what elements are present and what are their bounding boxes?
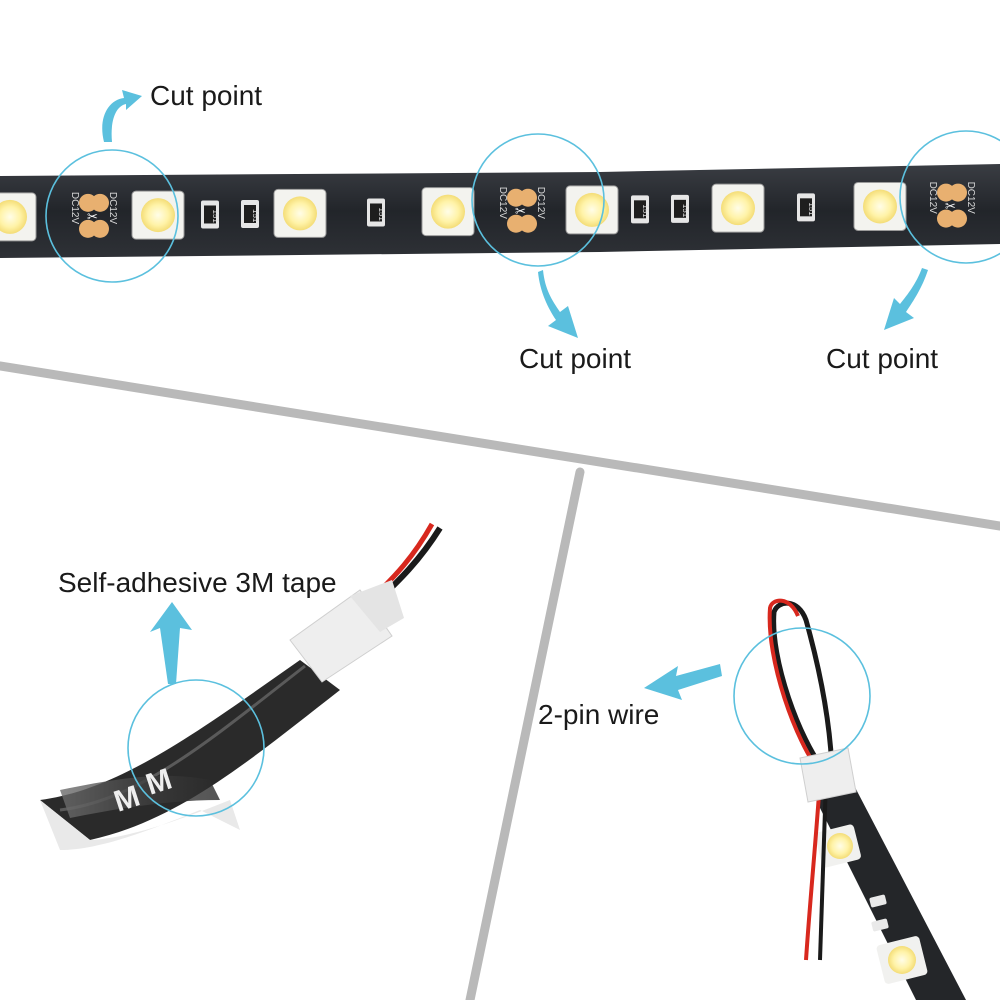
resistor-body bbox=[204, 205, 216, 224]
led-light bbox=[575, 192, 609, 227]
arrow-icon bbox=[884, 268, 928, 330]
arrow-icon bbox=[644, 664, 722, 700]
solder-pad bbox=[949, 183, 967, 202]
led-light bbox=[721, 191, 755, 226]
resistor-code: 151 bbox=[211, 209, 220, 223]
scissors-icon: ✂ bbox=[515, 205, 526, 220]
resistor-code: 151 bbox=[807, 202, 816, 216]
wire-label: 2-pin wire bbox=[538, 699, 660, 730]
led-strip-top: ✂ DC12V DC12V 151 151 151 ✂ DC12V DC12V 151 151 151… bbox=[0, 164, 1000, 258]
cut-point-label: Cut point bbox=[150, 80, 263, 111]
strip-components: ✂ DC12V DC12V 151 151 151 ✂ DC12V DC12V 151 151 151… bbox=[0, 182, 976, 242]
voltage-print: DC12V bbox=[69, 192, 80, 225]
voltage-print: DC12V bbox=[107, 192, 118, 225]
voltage-print: DC12V bbox=[497, 187, 508, 220]
tape-strip bbox=[40, 522, 443, 850]
voltage-print: DC12V bbox=[927, 182, 938, 215]
solder-pad bbox=[91, 219, 109, 238]
highlight-circle bbox=[471, 133, 605, 267]
led-light bbox=[283, 196, 317, 231]
resistor-body bbox=[634, 200, 646, 219]
resistor-code: 151 bbox=[641, 204, 650, 218]
highlight-circle bbox=[899, 130, 1000, 264]
panel-divider bbox=[0, 361, 1000, 1000]
solder-pad bbox=[949, 209, 967, 228]
highlight-circle bbox=[127, 679, 265, 817]
led-light bbox=[141, 198, 175, 233]
wire-strip bbox=[767, 598, 966, 1000]
solder-pad bbox=[519, 214, 537, 233]
resistor-body bbox=[370, 203, 382, 222]
resistor-code: 151 bbox=[251, 209, 260, 223]
solder-pad bbox=[519, 188, 537, 207]
highlight-circle bbox=[45, 149, 179, 283]
resistor-code: 151 bbox=[681, 204, 690, 218]
resistor-body bbox=[244, 205, 256, 223]
cut-point-label: Cut point bbox=[519, 343, 632, 374]
voltage-print: DC12V bbox=[535, 187, 546, 220]
voltage-print: DC12V bbox=[965, 182, 976, 215]
led-light bbox=[431, 194, 465, 229]
highlight-circle bbox=[733, 627, 871, 765]
resistor-body bbox=[800, 198, 812, 217]
tape-label: Self-adhesive 3M tape bbox=[58, 567, 337, 598]
arrow-icon bbox=[102, 90, 142, 142]
cut-point-label: Cut point bbox=[826, 343, 939, 374]
scissors-icon: ✂ bbox=[945, 200, 956, 215]
led-light bbox=[0, 199, 27, 234]
solder-pad bbox=[91, 193, 109, 212]
arrow-icon bbox=[150, 602, 192, 684]
led-light bbox=[863, 189, 897, 224]
arrow-icon bbox=[538, 270, 578, 338]
resistor-code: 151 bbox=[377, 207, 386, 221]
scissors-icon: ✂ bbox=[87, 210, 98, 225]
resistor-body bbox=[674, 199, 686, 218]
